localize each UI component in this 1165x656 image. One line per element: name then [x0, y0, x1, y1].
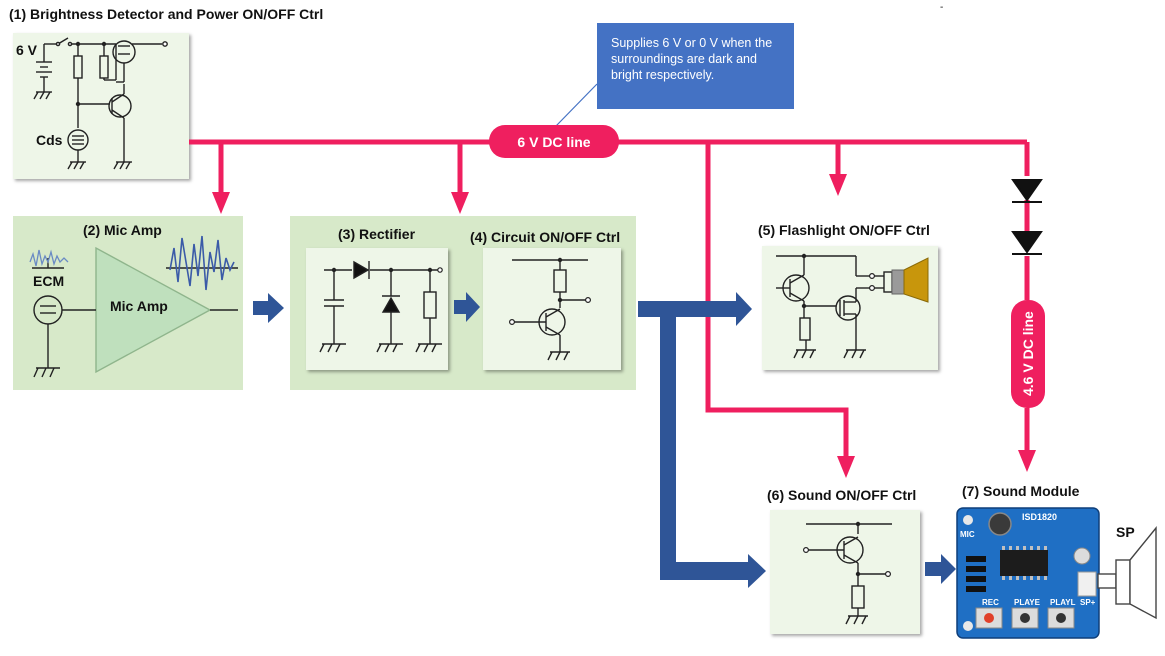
mic-input-wave — [29, 249, 69, 267]
label-ecm: ECM — [33, 273, 65, 289]
flashlight-schematic — [776, 255, 893, 359]
label-sp: SP — [1116, 524, 1135, 540]
arrow-ctrl-to-flashlight — [638, 292, 766, 588]
callout-box: Supplies 6 V or 0 V when the surrounding… — [597, 23, 794, 109]
lamp-icon — [891, 257, 929, 303]
arrow-mic-to-rectifier — [253, 293, 284, 323]
title-sound-onoff: (6) Sound ON/OFF Ctrl — [767, 487, 917, 503]
title-mic-amp: (2) Mic Amp — [83, 222, 162, 238]
sound-module-board — [956, 507, 1100, 639]
arrow-to-mic-amp — [212, 192, 230, 214]
arrow-to-sound-ctrl — [837, 456, 855, 478]
speaker-icon — [1097, 526, 1157, 620]
label-mic-amp: Mic Amp — [110, 298, 168, 314]
board-mic-label: MIC — [960, 530, 975, 539]
arrow-to-sound-module — [1018, 450, 1036, 472]
board-playl-label: PLAYL — [1050, 598, 1076, 607]
title-sound-module: (7) Sound Module — [962, 483, 1080, 499]
board-sp-label: SP+ — [1080, 598, 1096, 607]
title-circuit-onoff: (4) Circuit ON/OFF Ctrl — [470, 229, 621, 245]
power-arrowheads — [212, 174, 1036, 478]
four-six-v-dc-line-label: 4.6 V DC line — [1011, 300, 1045, 408]
title-rectifier: (3) Rectifier — [338, 226, 416, 242]
callout-pointer — [555, 83, 598, 127]
title-flashlight-onoff: (5) Flashlight ON/OFF Ctrl — [758, 222, 930, 238]
label-cds: Cds — [36, 132, 63, 148]
arrow-to-flashlight — [829, 174, 847, 196]
label-dot: - — [940, 2, 944, 13]
diode-icon — [1011, 179, 1043, 255]
six-v-dc-line — [189, 139, 1030, 458]
arrow-to-rectifier — [451, 192, 469, 214]
mic-amp-schematic — [32, 246, 238, 378]
signal-arrows — [253, 292, 956, 588]
board-rec-label: REC — [982, 598, 999, 607]
sound-ctrl-schematic — [806, 523, 892, 625]
arrow-rectifier-to-ctrl — [454, 292, 480, 322]
label-6v: 6 V — [16, 42, 38, 58]
rectifier-schematic — [319, 260, 442, 353]
brightness-detector-panel — [13, 33, 189, 179]
circuit-ctrl-schematic — [512, 259, 588, 361]
amp-output-wave — [169, 235, 235, 291]
six-v-dc-line-label: 6 V DC line — [489, 125, 619, 158]
board-chip-label: ISD1820 — [1022, 512, 1058, 522]
sound-onoff-panel — [770, 510, 920, 634]
board-playe-label: PLAYE — [1014, 598, 1040, 607]
arrow-ctrl-to-sound-module — [925, 554, 956, 584]
title-brightness-detector: (1) Brightness Detector and Power ON/OFF… — [9, 6, 324, 22]
brightness-schematic — [33, 37, 168, 170]
